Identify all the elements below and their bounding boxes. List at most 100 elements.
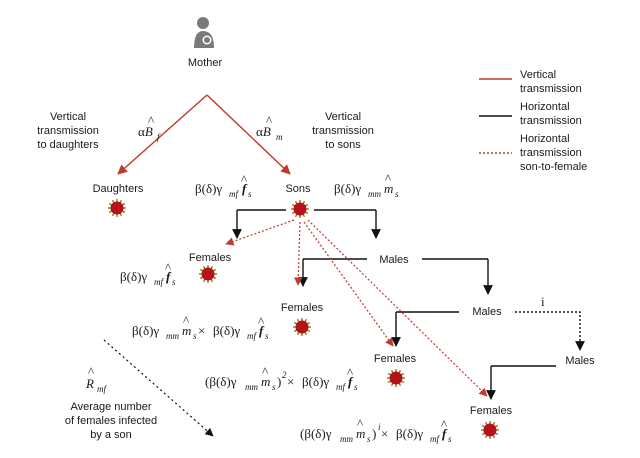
males-label-2: Males — [472, 306, 502, 318]
svg-text:β(δ)γ: β(δ)γ — [132, 323, 159, 338]
svg-text:αB: αB — [256, 124, 271, 139]
males-label-3: Males — [565, 355, 595, 367]
svg-text:^: ^ — [258, 314, 264, 329]
virus-icon — [199, 265, 217, 283]
svg-text:son-to-female: son-to-female — [520, 161, 587, 173]
mother-icon — [194, 17, 214, 48]
vertical-daughters-text: Vertical transmission to daughters — [37, 111, 99, 151]
virus-icon — [387, 369, 405, 387]
svg-text:^: ^ — [241, 172, 247, 187]
svg-text:m: m — [356, 426, 365, 441]
svg-text:transmission: transmission — [520, 115, 582, 127]
svg-text:s: s — [367, 434, 371, 444]
svg-text:s: s — [448, 434, 452, 444]
formula-females-4: (β(δ)γ mm m ^ s ) i × β(δ)γ mf f ^ s — [300, 416, 452, 444]
svg-text:Horizontal: Horizontal — [520, 133, 570, 145]
vertical-arrow-sons — [206, 94, 291, 175]
svg-text:β(δ)γ: β(δ)γ — [120, 269, 147, 284]
formula-sons-female: β(δ)γ mf f ^ s — [195, 172, 252, 199]
svg-text:mf: mf — [154, 277, 164, 287]
females-label-2: Females — [281, 302, 324, 314]
vertical-sons-text: Vertical transmission to sons — [312, 111, 374, 151]
virus-icon — [108, 199, 126, 217]
svg-text:s: s — [172, 277, 176, 287]
vertical-arrow-daughters — [117, 94, 208, 175]
svg-text:mf: mf — [97, 384, 107, 394]
mother-label: Mother — [188, 57, 223, 69]
svg-text:×: × — [381, 426, 388, 441]
legend: Vertical transmission Horizontal transmi… — [479, 69, 587, 173]
svg-text:×: × — [198, 323, 205, 338]
svg-text:s: s — [272, 382, 276, 392]
svg-text:^: ^ — [266, 113, 272, 128]
daughters-label: Daughters — [93, 183, 144, 195]
svg-text:^: ^ — [88, 364, 94, 379]
svg-text:s: s — [248, 189, 252, 199]
svg-text:Vertical: Vertical — [520, 69, 556, 81]
svg-text:m: m — [182, 323, 191, 338]
svg-text:mf: mf — [336, 382, 346, 392]
females-label-4: Females — [470, 405, 513, 417]
formula-sons-male: β(δ)γ mm m ^ s — [334, 171, 399, 199]
svg-text:m: m — [384, 181, 393, 196]
son-to-female-arrows — [225, 219, 488, 397]
svg-text:mm: mm — [166, 331, 179, 341]
r-mf-symbol: R ^ mf — [85, 364, 107, 394]
formula-females-1: β(δ)γ mf f ^ s — [120, 260, 176, 287]
svg-text:mf: mf — [247, 331, 257, 341]
svg-text:β(δ)γ: β(δ)γ — [334, 181, 361, 196]
horizontal-lines — [236, 209, 556, 396]
formula-females-2: β(δ)γ mm m ^ s × β(δ)γ mf f ^ s — [132, 313, 269, 341]
svg-text:m: m — [261, 374, 270, 389]
svg-text:by a son: by a son — [90, 429, 132, 441]
svg-text:×: × — [287, 374, 294, 389]
svg-text:^: ^ — [385, 171, 391, 186]
svg-text:2: 2 — [282, 370, 287, 380]
svg-text:mf: mf — [430, 434, 440, 444]
svg-text:Average number: Average number — [70, 401, 151, 413]
svg-text:Vertical: Vertical — [325, 111, 361, 123]
svg-text:mm: mm — [368, 189, 381, 199]
svg-text:^: ^ — [347, 365, 353, 380]
svg-text:s: s — [395, 189, 399, 199]
svg-text:(β(δ)γ: (β(δ)γ — [300, 426, 332, 441]
svg-text:β(δ)γ: β(δ)γ — [396, 426, 423, 441]
svg-text:): ) — [277, 374, 281, 389]
svg-text:f: f — [242, 181, 248, 196]
svg-text:αB: αB — [138, 124, 153, 139]
r-mf-dotted-arrow — [103, 339, 214, 437]
svg-text:^: ^ — [441, 417, 447, 432]
svg-text:s: s — [193, 331, 197, 341]
svg-text:^: ^ — [183, 313, 189, 328]
svg-text:Horizontal: Horizontal — [520, 101, 570, 113]
alpha-bm-label: αB ^ m — [256, 113, 283, 142]
svg-text:to sons: to sons — [325, 139, 361, 151]
svg-text:mm: mm — [245, 382, 258, 392]
virus-icon — [481, 421, 499, 439]
svg-text:f: f — [442, 426, 448, 441]
svg-text:transmission: transmission — [312, 125, 374, 137]
females-label-1: Females — [189, 252, 232, 264]
males-label-1: Males — [379, 254, 409, 266]
virus-icon — [291, 200, 309, 218]
svg-text:i: i — [378, 422, 381, 432]
svg-text:to daughters: to daughters — [37, 139, 99, 151]
dotted-i-arrow — [515, 311, 585, 351]
svg-text:f: f — [259, 323, 265, 338]
svg-text:of females infected: of females infected — [65, 415, 157, 427]
svg-text:f: f — [348, 374, 354, 389]
svg-text:^: ^ — [165, 260, 171, 275]
svg-text:^: ^ — [148, 113, 154, 128]
svg-text:R: R — [85, 376, 94, 391]
svg-text:transmission: transmission — [37, 125, 99, 137]
alpha-bf-label: αB ^ f — [138, 113, 161, 142]
svg-text:β(δ)γ: β(δ)γ — [195, 181, 222, 196]
r-mf-description: Average number of females infected by a … — [65, 401, 157, 441]
svg-text:f: f — [157, 132, 161, 142]
svg-text:): ) — [372, 426, 376, 441]
svg-text:(β(δ)γ: (β(δ)γ — [205, 374, 237, 389]
svg-text:s: s — [265, 331, 269, 341]
svg-text:m: m — [276, 132, 283, 142]
svg-text:^: ^ — [262, 364, 268, 379]
